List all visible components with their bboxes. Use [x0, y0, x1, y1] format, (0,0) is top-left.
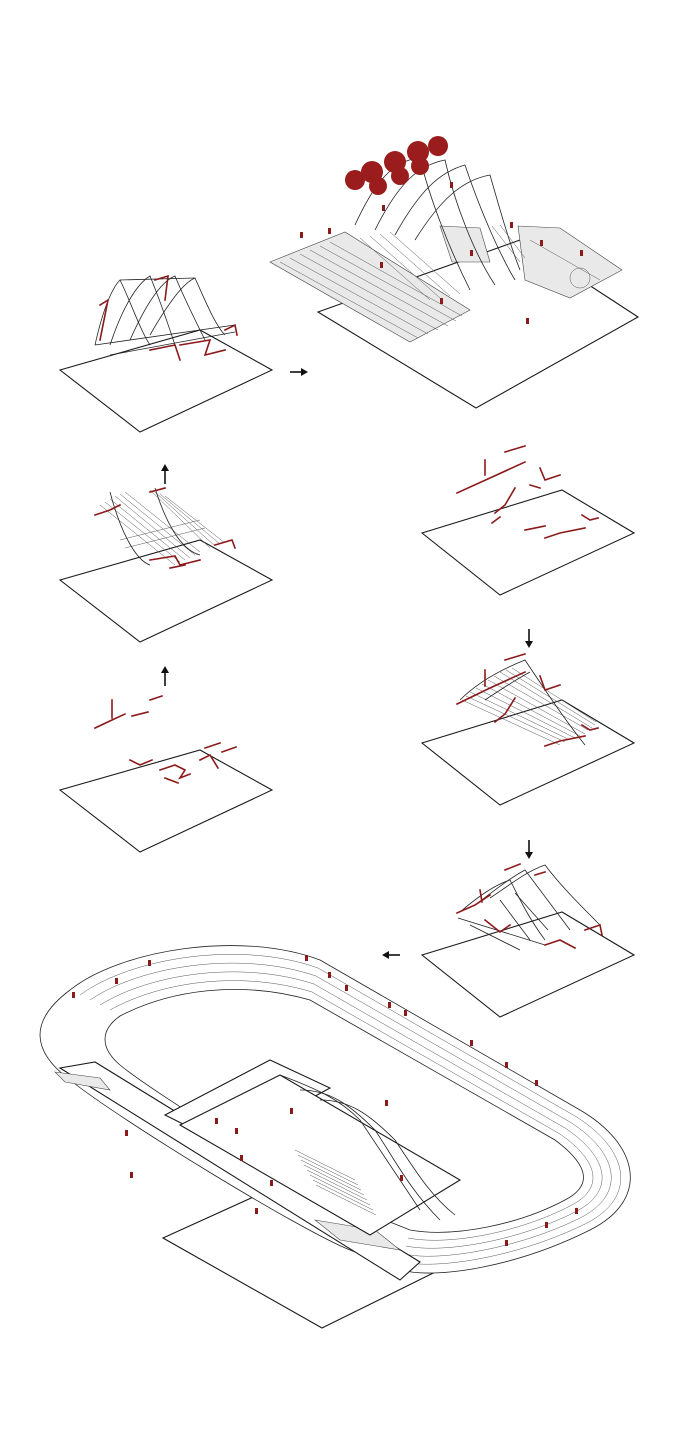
arrow-down-1	[525, 629, 533, 648]
arrow-right	[290, 368, 308, 376]
step-final-park	[269, 136, 640, 409]
step-folded-surface	[420, 862, 636, 1018]
arrow-up-1	[161, 464, 169, 484]
tree-icon-group	[345, 136, 448, 195]
arrow-left	[382, 951, 400, 959]
arrow-up-2	[161, 666, 169, 686]
people-markers	[72, 955, 578, 1246]
people-markers	[300, 182, 583, 324]
step-surface-lofted	[58, 487, 274, 643]
step-red-profiles-left	[58, 694, 274, 853]
step-loft-right	[420, 653, 636, 806]
step-topography-sweep	[58, 274, 274, 433]
step-red-profiles-right	[420, 445, 636, 596]
step-stadium-track	[39, 945, 631, 1329]
arrow-down-2	[525, 840, 533, 859]
